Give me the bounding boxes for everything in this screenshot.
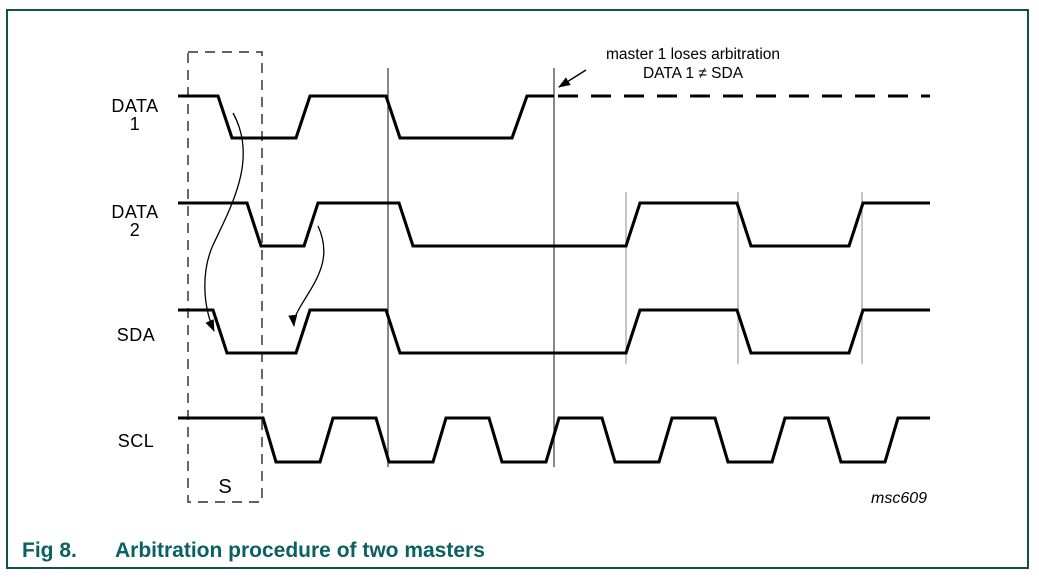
figure-caption-label: Fig 8. bbox=[22, 539, 77, 562]
annotation-line1: master 1 loses arbitration bbox=[605, 46, 781, 63]
waveform-sda bbox=[178, 308, 930, 355]
signal-label-scl: SCL bbox=[117, 431, 155, 451]
figure-caption-text: Arbitration procedure of two masters bbox=[115, 539, 485, 562]
signal-label-sda: SDA bbox=[116, 325, 156, 345]
signal-label-data1: DATA 1 bbox=[111, 96, 159, 134]
annotation-arrow bbox=[558, 69, 587, 88]
start-condition-box bbox=[187, 51, 263, 503]
start-condition-label: S bbox=[218, 476, 232, 498]
arrow-data2-to-sda bbox=[288, 225, 325, 327]
waveform-data2 bbox=[178, 201, 930, 248]
arbitration-annotation: master 1 loses arbitration DATA 1 ≠ SDA bbox=[558, 45, 828, 83]
waveform-scl bbox=[178, 416, 930, 464]
waveform-data1 bbox=[178, 94, 554, 140]
waveform-lines-group bbox=[178, 51, 930, 503]
figure-frame bbox=[6, 9, 1029, 569]
signal-label-data2: DATA 2 bbox=[111, 202, 159, 240]
watermark: msc609 bbox=[871, 490, 928, 507]
annotation-line2: DATA 1 ≠ SDA bbox=[642, 65, 744, 82]
arrow-data1-to-sda bbox=[204, 112, 244, 332]
